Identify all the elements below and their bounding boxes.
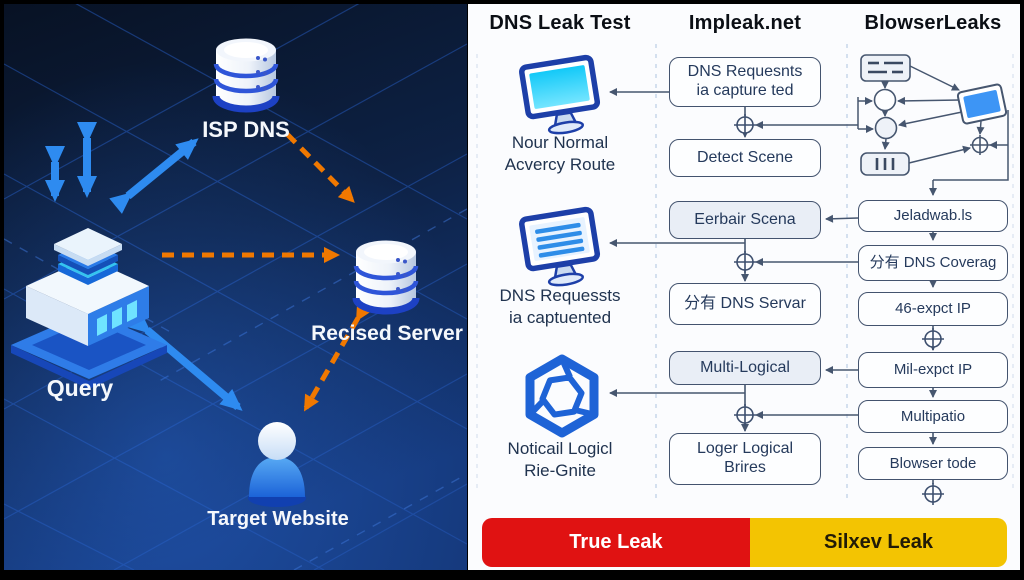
flow-box-mil-expct-ip: Mil-expct IP <box>858 352 1008 388</box>
col1-item1-label: Nour Normal Acvercy Route <box>504 133 616 175</box>
flow-connectors <box>476 44 1014 505</box>
flow-box-multi-logical: Multi-Logical <box>669 351 821 385</box>
column-header-impleak-net: Impleak.net <box>688 12 802 34</box>
target-website-icon <box>248 422 306 507</box>
recised-server-label: Recised Server <box>311 322 463 345</box>
hexagon-logo-icon <box>525 354 599 438</box>
column-dividers <box>476 44 1014 504</box>
legend-true-leak: True Leak <box>482 518 750 567</box>
column-header-dns-leak-test: DNS Leak Test <box>489 12 631 34</box>
plus-junction-icon <box>970 135 990 155</box>
network-diagram: ISP DNS Recised Server Query Target Webs… <box>3 0 468 571</box>
query-target-arrow <box>128 312 243 411</box>
query-building-icon <box>11 228 167 389</box>
comparison-panel: DNS Leak Test Impleak.net BlowserLeaks N… <box>468 4 1020 570</box>
ispdns-recised-arrow <box>285 132 355 203</box>
isp-dns-icon <box>216 39 276 110</box>
junction-circle <box>874 116 898 140</box>
orange-dashed-arrows <box>162 132 371 412</box>
blue-arrows <box>45 122 243 411</box>
flow-box-multipatio: Multipatio <box>858 400 1008 433</box>
mini-flowchart <box>755 54 1009 196</box>
flow-box-dns-requests-captured: DNS Requesnts ia capture ted <box>669 57 821 107</box>
flow-box-loger-logical-brires: Loger Logical Brires <box>669 433 821 485</box>
flow-box-eerbair-scena: Eerbair Scena <box>669 201 821 239</box>
flow-box-46-expct-ip: 46-expct IP <box>858 292 1008 326</box>
list-icon <box>860 54 911 82</box>
flow-box-dns-servar: 分有 DNS Servar <box>669 283 821 325</box>
column-header-blowserleaks: BlowserLeaks <box>864 12 1002 34</box>
target-website-label: Target Website <box>207 508 349 530</box>
legend-silxev-leak: Silxev Leak <box>750 518 1007 567</box>
network-diagram-panel: ISP DNS Recised Server Query Target Webs… <box>3 0 468 571</box>
col1-item3-label: Noticail Logicl Rie-Gnite <box>507 439 613 481</box>
flow-box-jeladwab: Jeladwab.ls <box>858 200 1008 232</box>
flow-box-detect-scene: Detect Scene <box>669 139 821 177</box>
plus-junction-icon <box>922 328 944 505</box>
flow-box-blowser-tode: Blowser tode <box>858 447 1008 480</box>
monitor-icon <box>519 54 601 135</box>
isp-dns-label: ISP DNS <box>202 117 290 142</box>
screen-icon <box>956 83 1008 125</box>
recised-server-icon <box>356 241 416 312</box>
recised-target-arrow <box>303 303 371 412</box>
query-label: Query <box>47 375 114 401</box>
junction-circle <box>873 88 897 112</box>
query-ispdns-arrow <box>109 138 199 214</box>
col1-item2-label: DNS Requessts ia captuented <box>499 286 621 328</box>
flow-box-dns-coverag: 分有 DNS Coverag <box>858 245 1008 281</box>
monitor-lines-icon <box>519 206 601 287</box>
plus-junction-icon <box>734 114 756 426</box>
